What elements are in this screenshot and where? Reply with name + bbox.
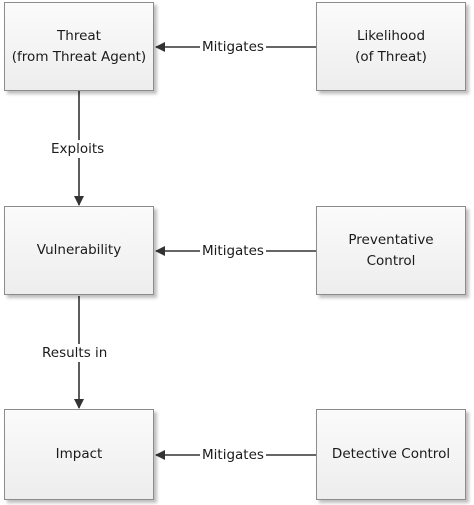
node-threat: Threat (from Threat Agent) [4, 2, 154, 91]
node-vulnerability: Vulnerability [4, 206, 154, 295]
node-preventative-control-label: Preventative Control [348, 231, 434, 269]
edge-label-likelihood-to-threat: Mitigates [200, 38, 266, 56]
node-vulnerability-label: Vulnerability [36, 242, 122, 258]
edge-label-preventative-to-vulnerability: Mitigates [200, 242, 266, 260]
node-detective-control: Detective Control [316, 409, 466, 500]
edge-label-threat-to-vulnerability: Exploits [49, 140, 107, 158]
node-impact: Impact [4, 409, 154, 500]
node-likelihood-label: Likelihood (of Threat) [355, 27, 427, 65]
node-impact-label: Impact [55, 446, 103, 462]
edge-label-vulnerability-to-impact: Results in [40, 344, 110, 362]
node-detective-control-label: Detective Control [331, 446, 451, 462]
node-preventative-control: Preventative Control [316, 206, 466, 295]
node-threat-label: Threat (from Threat Agent) [11, 27, 147, 65]
edge-label-detective-to-impact: Mitigates [200, 446, 266, 464]
node-likelihood: Likelihood (of Threat) [316, 2, 466, 91]
